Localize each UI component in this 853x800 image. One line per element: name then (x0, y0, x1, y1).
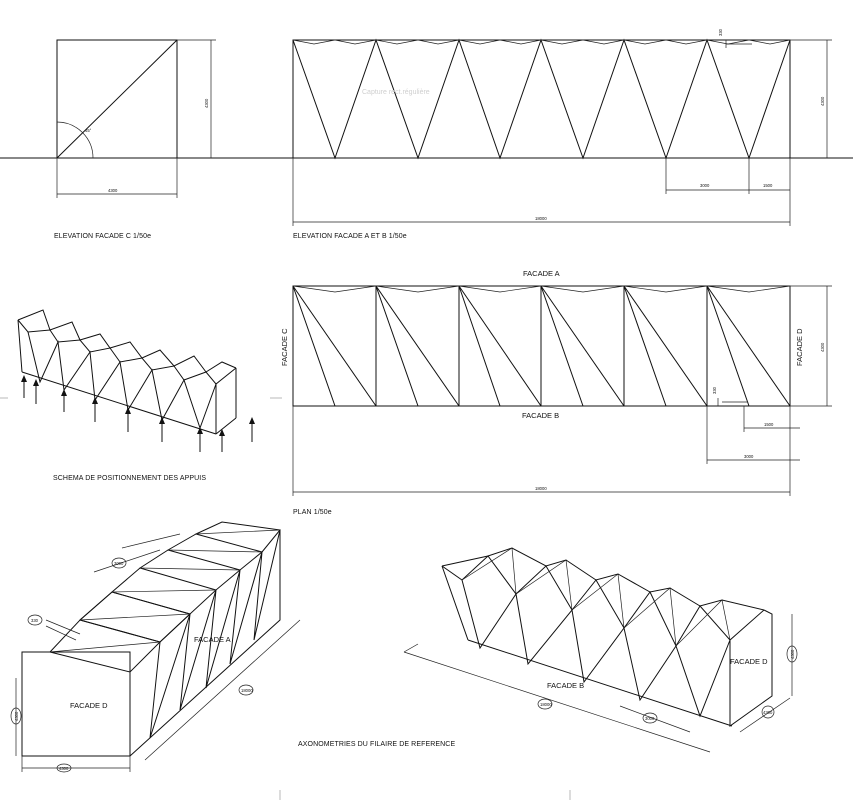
axo-left-side-zigzag (149, 529, 281, 739)
axo-left-facade-a-label: FACADE A (194, 635, 231, 644)
caption-elevation-c: ELEVATION FACADE C 1/50e (54, 233, 151, 240)
axo-left-width-label: 4300 (59, 766, 69, 771)
axo-right-length-label: 18000 (540, 702, 552, 707)
dim-bubble (537, 698, 553, 710)
angle-label: 45° (85, 128, 92, 133)
axo-right-facade-d (729, 609, 773, 727)
supports-roof (17, 309, 237, 373)
facade-a-label: FACADE A (523, 269, 560, 278)
axo-right-roof-ridges (461, 547, 731, 647)
axo-left-facade-d-label: FACADE D (70, 701, 108, 710)
supports-base (21, 371, 217, 435)
axo-right-front-zigzag (461, 579, 731, 718)
plan-view: FACADE A FACADE C FACADE D 4300 FACADE B… (280, 269, 832, 516)
caption-supports: SCHEMA DE POSITIONNEMENT DES APPUIS (53, 475, 206, 482)
facade-d-label: FACADE D (795, 328, 804, 366)
dim-bubble (10, 707, 22, 725)
elevation-hidden-edges (292, 39, 791, 45)
supports-edge (17, 319, 23, 373)
watermark-text: Capture rect.régulière (362, 89, 430, 96)
axo-right-facade-d-label: FACADE D (730, 657, 768, 666)
dim-bubble (111, 557, 127, 569)
plan-triangulation (292, 285, 791, 407)
dim-line-3000 (121, 533, 181, 549)
dim-height-label: 4300 (204, 98, 209, 108)
elevation-zigzag (292, 38, 791, 160)
axo-left-roof-diagonals (49, 529, 281, 653)
elevation-facade-ab: Capture rect.régulière 330 4300 3000 150… (292, 28, 832, 240)
supports-schema: SCHEMA DE POSITIONNEMENT DES APPUIS (0, 309, 282, 482)
supports-front-zigzag (27, 331, 217, 430)
axo-left-facade-edges (21, 651, 131, 757)
dim-line-length (144, 619, 301, 761)
dim-width-label: 4300 (108, 188, 118, 193)
facade-c-outline (56, 39, 178, 159)
dim-extension (403, 643, 419, 653)
dim-line-length (403, 651, 711, 753)
axo-left-roof (49, 619, 161, 673)
axo-left-3000-label: 3000 (114, 561, 124, 566)
axo-right-edge (441, 565, 469, 641)
facade-b-label: FACADE B (522, 411, 559, 420)
facade-c-diagonal (56, 39, 178, 159)
axo-right-roof-back (441, 547, 765, 611)
axo-right-facade-b-label: FACADE B (547, 681, 584, 690)
caption-elevation-ab: ELEVATION FACADE A ET B 1/50e (293, 233, 407, 240)
axo-right-base (467, 639, 733, 727)
caption-axonometry: AXONOMETRIES DU FILAIRE DE REFERENCE (298, 741, 455, 748)
facade-c-label: FACADE C (280, 328, 289, 366)
caption-plan: PLAN 1/50e (293, 509, 332, 516)
dim-line-330 (45, 619, 81, 635)
dim-line-3000 (93, 549, 161, 573)
dim-bubble (56, 763, 72, 773)
axo-right-width-label: 4300 (763, 710, 773, 715)
axo-right-3000-label: 3000 (645, 716, 655, 721)
axonometry-left: FACADE D FACADE A 4300 4300 18000 3000 3… (10, 521, 301, 773)
axo-left-length-label: 18000 (241, 688, 253, 693)
axo-left-330-label: 330 (31, 618, 39, 623)
dim-1500-label: 1500 (763, 183, 773, 188)
angle-arc (56, 121, 94, 159)
dim-3000-label: 3000 (744, 454, 754, 459)
dim-1500-label: 1500 (764, 422, 774, 427)
dim-height-label: 4300 (820, 342, 825, 352)
dim-bubble (642, 712, 658, 724)
dim-330-label: 330 (718, 28, 723, 36)
axo-left-height-label: 4300 (14, 711, 19, 721)
dim-3000-label: 3000 (700, 183, 710, 188)
dim-line-330 (45, 625, 77, 641)
axo-left-base (129, 530, 281, 757)
dim-bubble (761, 705, 775, 719)
dim-length-label: 18000 (535, 216, 547, 221)
axo-right-roof-front (441, 555, 765, 648)
dim-line-3000 (619, 705, 691, 733)
dim-bubble (238, 684, 254, 696)
dim-bubble (27, 614, 43, 626)
dim-length-label: 18000 (535, 486, 547, 491)
axo-right-height-label: 4300 (790, 649, 795, 659)
dim-330-label: 330 (712, 386, 717, 394)
sheet-ticks (279, 790, 571, 800)
dim-line-width (739, 697, 791, 733)
supports-edge (215, 417, 237, 435)
dim-height-label: 4300 (820, 96, 825, 106)
facade-ab-outline (292, 39, 791, 159)
axonometry-right: FACADE D FACADE B 18000 3000 4300 4300 A… (298, 547, 798, 753)
support-arrows (21, 375, 255, 452)
dim-bubble (786, 645, 798, 663)
elevation-facade-c: 45° 4300 4300 ELEVATION FACADE C 1/50e (0, 39, 853, 240)
